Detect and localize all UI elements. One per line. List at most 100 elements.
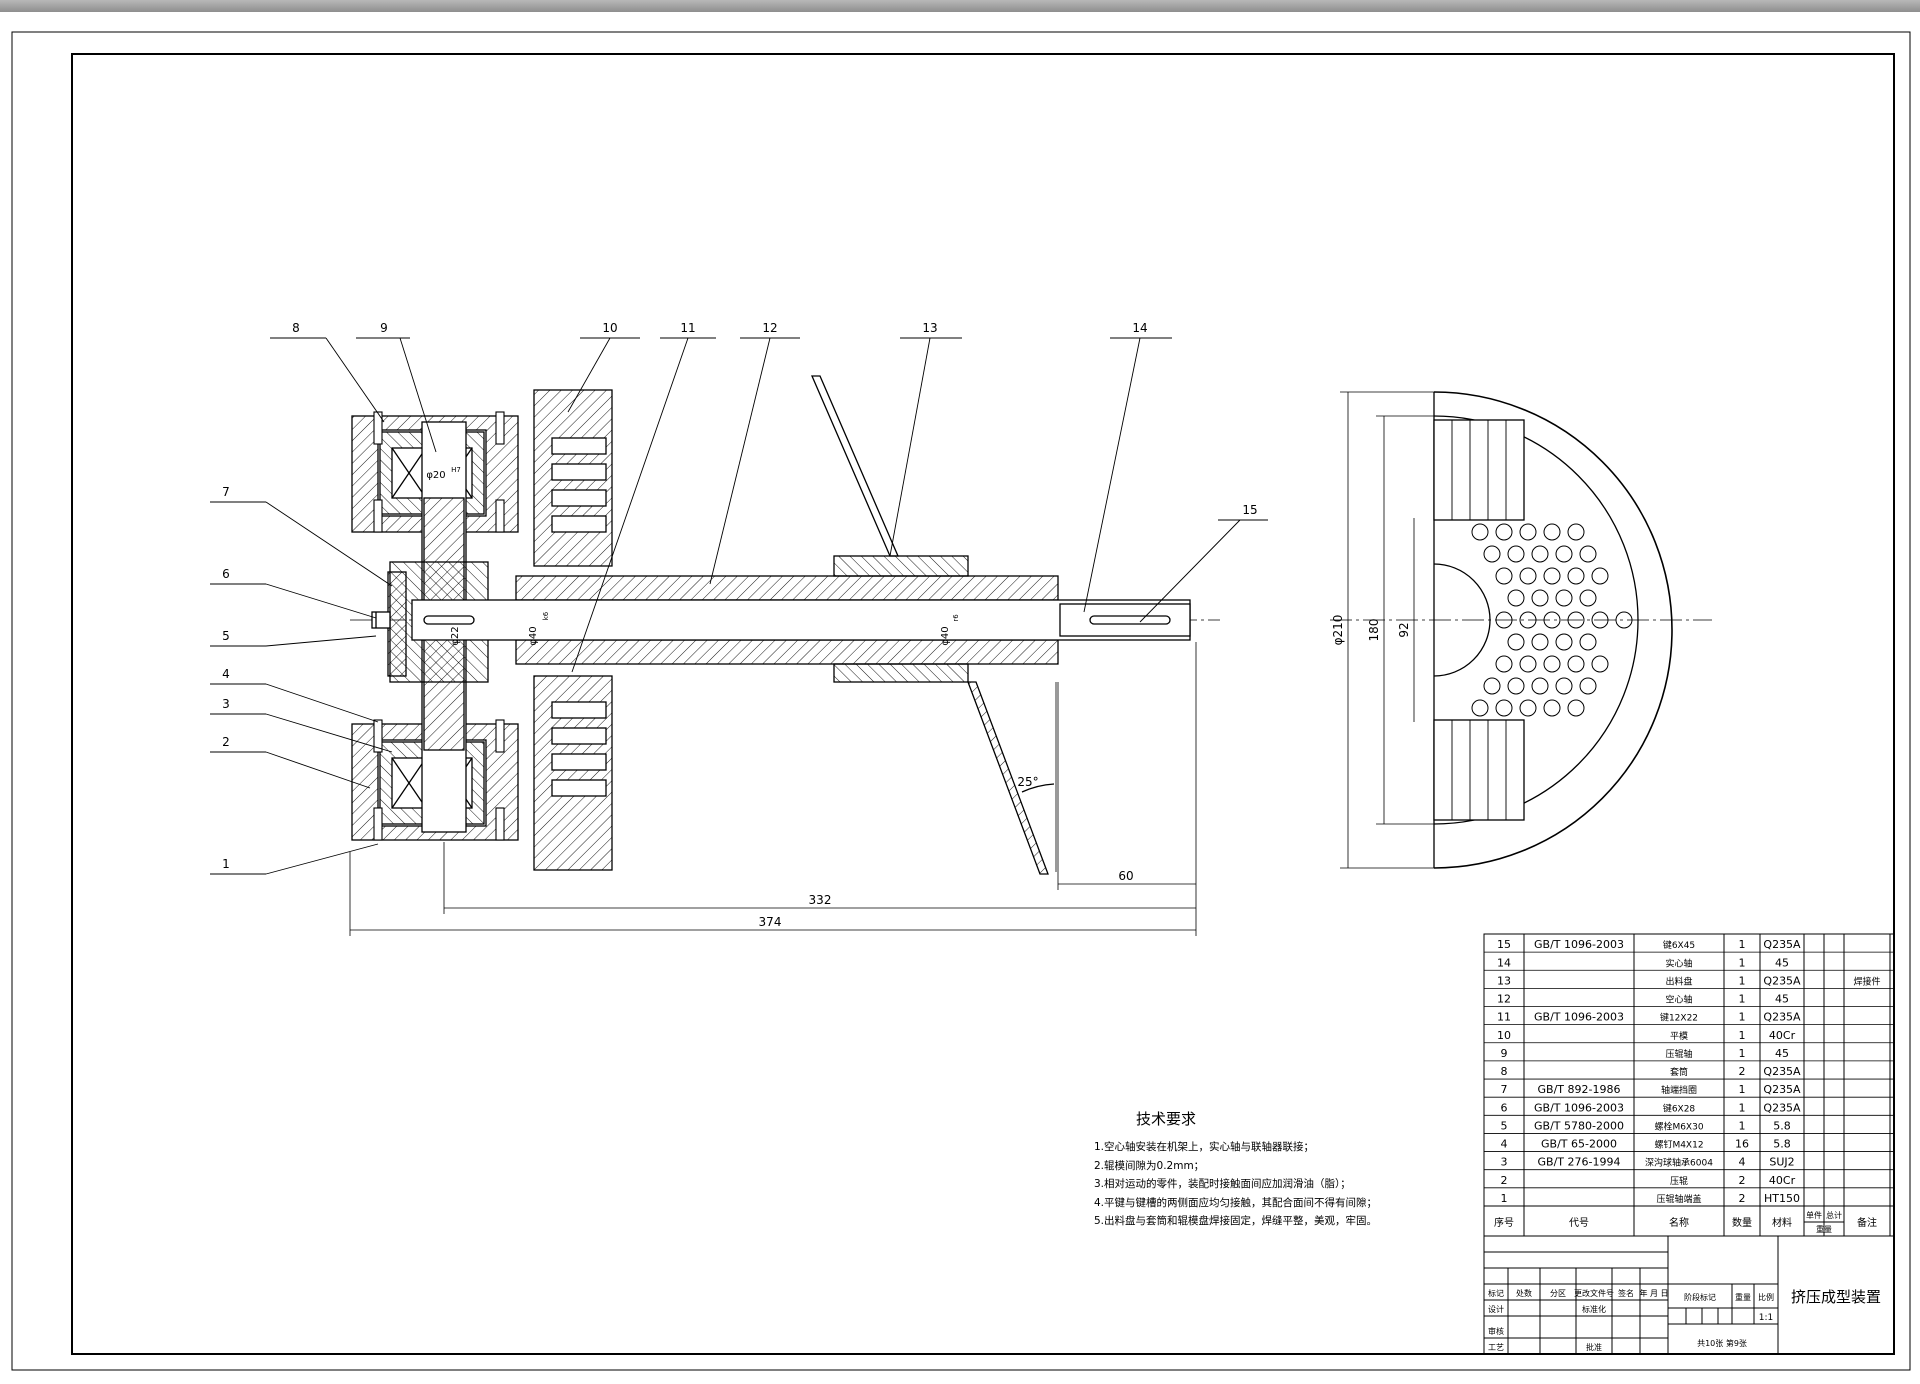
bom-cell-no: 15 xyxy=(1497,938,1511,951)
bom-cell-qty: 4 xyxy=(1739,1156,1746,1169)
tb-sign: 签名 xyxy=(1618,1288,1634,1298)
tb-mark: 标记 xyxy=(1488,1288,1504,1298)
dimension-lines xyxy=(349,642,1197,936)
bom-cell-qty: 1 xyxy=(1739,956,1746,969)
bom-cell-qty: 1 xyxy=(1739,1047,1746,1060)
bom-header-unit: 单件 xyxy=(1806,1210,1822,1220)
bom-header: 序号 代号 名称 数量 材料 单件 总计 重量 备注 xyxy=(1494,1210,1877,1234)
bom-cell-qty: 1 xyxy=(1739,974,1746,987)
outer-border xyxy=(11,31,1911,1371)
bom-cell-no: 14 xyxy=(1497,956,1511,969)
bom-cell-name: 出料盘 xyxy=(1665,975,1692,987)
balloon-4: 4 xyxy=(222,667,230,681)
bom-cell-qty: 2 xyxy=(1739,1065,1746,1078)
bom-cell-name: 轴端挡圈 xyxy=(1661,1084,1697,1096)
inner-border xyxy=(71,53,1895,1355)
bom-cell-name: 压辊轴端盖 xyxy=(1656,1193,1701,1205)
dim-60: 60 xyxy=(1118,869,1133,883)
balloon-12: 12 xyxy=(762,321,777,335)
tech-requirement-item: 3.相对运动的零件，装配时接触面间应加润滑油（脂）； xyxy=(1094,1178,1351,1190)
bom-cell-code: GB/T 65-2000 xyxy=(1541,1138,1617,1151)
bom-cell-mat: Q235A xyxy=(1763,938,1801,951)
bom-cell-qty: 1 xyxy=(1739,1029,1746,1042)
end-view xyxy=(1330,391,1712,869)
bom-cell-name: 螺钉M4X12 xyxy=(1654,1140,1703,1151)
bom-cell-qty: 2 xyxy=(1739,1174,1746,1187)
bom-cell-name: 平模 xyxy=(1670,1031,1688,1042)
balloon-6: 6 xyxy=(222,567,230,581)
bom-cell-qty: 1 xyxy=(1739,1083,1746,1096)
bom-cell-no: 6 xyxy=(1501,1101,1508,1114)
bom-cell-name: 压辊轴 xyxy=(1665,1048,1692,1060)
tb-date: 年 月 日 xyxy=(1639,1288,1668,1298)
balloon-3: 3 xyxy=(222,697,230,711)
bom-cell-code: GB/T 1096-2003 xyxy=(1534,1101,1624,1114)
bom-cell-qty: 1 xyxy=(1739,993,1746,1006)
balloon-11: 11 xyxy=(680,321,695,335)
fit-k6: k6 xyxy=(542,611,550,620)
bom-cell-no: 10 xyxy=(1497,1029,1511,1042)
bom-cell-name: 键6X28 xyxy=(1663,1102,1696,1114)
tb-count: 处数 xyxy=(1516,1288,1532,1298)
leader-lines xyxy=(210,337,1268,875)
bom-cell-qty: 1 xyxy=(1739,1011,1746,1024)
viewer-toolbar xyxy=(0,0,1920,12)
dim-332: 332 xyxy=(809,893,832,907)
bom-cell-qty: 2 xyxy=(1739,1192,1746,1205)
bom-cell-no: 2 xyxy=(1501,1174,1508,1187)
fit-h7-a: H7 xyxy=(451,466,461,474)
bom-cell-mat: 5.8 xyxy=(1773,1138,1791,1151)
bom-cell-mat: SUJ2 xyxy=(1769,1156,1794,1169)
balloon-14: 14 xyxy=(1132,321,1147,335)
fit-r6: r6 xyxy=(952,614,960,622)
bom-cell-qty: 1 xyxy=(1739,1119,1746,1132)
bom-cell-no: 8 xyxy=(1501,1065,1508,1078)
dim-92: 92 xyxy=(1397,622,1411,637)
bom-header-code: 代号 xyxy=(1569,1217,1589,1229)
bom-header-name: 名称 xyxy=(1669,1216,1689,1229)
bom-cell-code: GB/T 1096-2003 xyxy=(1534,1011,1624,1024)
dim-phi40-a: φ40 xyxy=(528,626,539,645)
tb-drawing-title: 挤压成型装置 xyxy=(1791,1288,1881,1306)
bom-header-qty: 数量 xyxy=(1732,1216,1752,1229)
tech-requirement-item: 2.辊模间隙为0.2mm； xyxy=(1094,1159,1205,1172)
tb-doc: 更改文件号 xyxy=(1574,1288,1614,1298)
drawing-canvas: 8 9 10 11 12 13 14 15 7 6 5 4 3 2 1 332 … xyxy=(11,31,1911,1371)
bom-cell-mat: 5.8 xyxy=(1773,1119,1791,1132)
bom-cell-qty: 1 xyxy=(1739,1101,1746,1114)
bom-cell-code: GB/T 5780-2000 xyxy=(1534,1119,1624,1132)
bom-cell-qty: 16 xyxy=(1735,1138,1749,1151)
bom-cell-code: GB/T 892-1986 xyxy=(1538,1083,1621,1096)
dim-phi210: φ210 xyxy=(1331,615,1345,646)
bom-cell-code: GB/T 1096-2003 xyxy=(1534,938,1624,951)
bom-cell-no: 12 xyxy=(1497,993,1511,1006)
dim-angle: 25° xyxy=(1017,775,1038,789)
tb-approve: 批准 xyxy=(1586,1342,1602,1352)
tb-sheets: 共10张 第9张 xyxy=(1697,1338,1747,1348)
tech-requirement-item: 1.空心轴安装在机架上，实心轴与联轴器联接； xyxy=(1094,1141,1315,1153)
tb-scale-value: 1:1 xyxy=(1759,1313,1773,1323)
title-block-text: 标记 处数 分区 更改文件号 签名 年 月 日 设计 标准化 审核 工艺 批准 … xyxy=(1488,1288,1881,1352)
tb-zone: 分区 xyxy=(1550,1289,1566,1298)
bom-cell-mat: Q235A xyxy=(1763,1065,1801,1078)
bom-cell-mat: 45 xyxy=(1775,993,1789,1006)
title-block xyxy=(1483,1235,1895,1355)
bom-cell-mat: Q235A xyxy=(1763,974,1801,987)
bom-cell-mat: 40Cr xyxy=(1769,1029,1796,1042)
bom-header-mat: 材料 xyxy=(1772,1216,1792,1229)
dim-phi40-b: φ40 xyxy=(940,626,951,645)
balloon-5: 5 xyxy=(222,629,230,643)
dim-374: 374 xyxy=(759,915,782,929)
tech-requirement-item: 4.平键与键槽的两侧面应均匀接触，其配合面间不得有间隙； xyxy=(1094,1196,1378,1209)
tb-weight: 重量 xyxy=(1735,1292,1751,1302)
balloon-15: 15 xyxy=(1242,503,1257,517)
bom-header-weight: 重量 xyxy=(1816,1224,1832,1234)
tech-requirements-list: 1.空心轴安装在机架上，实心轴与联轴器联接； 2.辊模间隙为0.2mm； 3.相… xyxy=(1094,1138,1377,1231)
bom-cell-name: 压辊 xyxy=(1670,1175,1688,1187)
balloon-2: 2 xyxy=(222,735,230,749)
bom-cell-name: 螺栓M6X30 xyxy=(1654,1120,1703,1132)
tb-review: 审核 xyxy=(1488,1326,1504,1336)
section-view xyxy=(350,375,1220,875)
bom-header-total: 总计 xyxy=(1826,1210,1842,1220)
